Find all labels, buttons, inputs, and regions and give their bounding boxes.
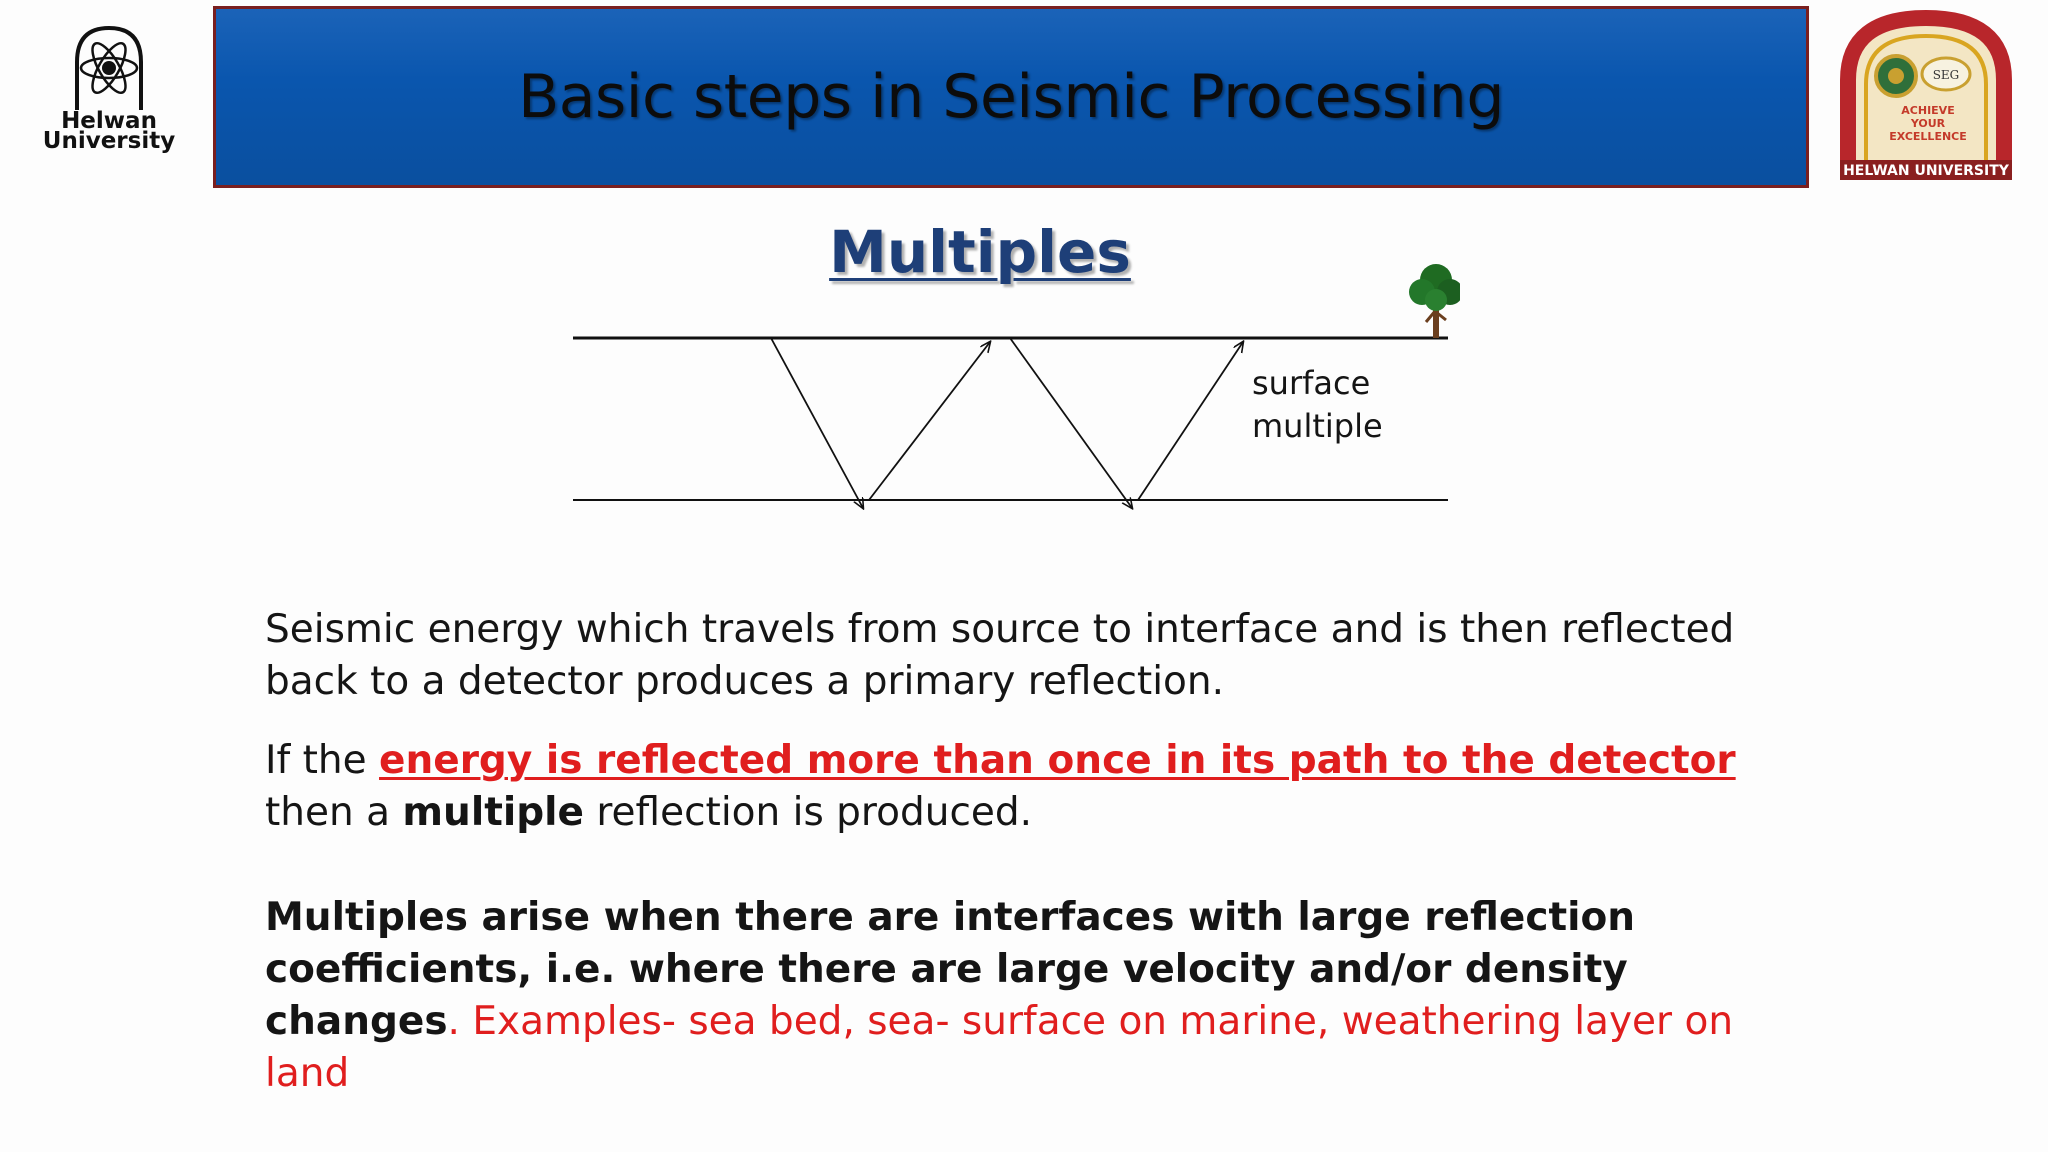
multiples-cause-paragraph: Multiples arise when there are interface… <box>265 892 1785 1100</box>
tree-icon <box>1409 264 1460 338</box>
title-banner: Basic steps in Seismic Processing <box>213 6 1809 188</box>
primary-reflection-paragraph: Seismic energy which travels from source… <box>265 607 1735 704</box>
ray-path <box>770 337 1243 508</box>
p3-examples: . Examples- sea bed, sea- surface on mar… <box>265 999 1734 1096</box>
svg-text:ACHIEVE: ACHIEVE <box>1901 104 1954 117</box>
seg-student-chapter-logo: SEG ACHIEVE YOUR EXCELLENCE HELWAN UNIVE… <box>1838 9 2014 182</box>
svg-text:HELWAN UNIVERSITY: HELWAN UNIVERSITY <box>1843 163 2010 179</box>
atom-emblem-icon <box>75 25 143 110</box>
svg-text:SEG: SEG <box>1933 68 1960 82</box>
logo-text-line2: University <box>42 128 176 154</box>
helwan-university-logo: Helwan University <box>34 22 184 162</box>
svg-text:EXCELLENCE: EXCELLENCE <box>1889 130 1967 143</box>
slide-title: Basic steps in Seismic Processing <box>518 62 1504 132</box>
surface-multiple-diagram: surface multiple <box>573 264 1460 530</box>
p2-bold: multiple <box>402 790 584 835</box>
p2-middle: then a <box>265 790 403 835</box>
p2-prefix: If the <box>265 738 380 783</box>
p2-highlight: energy is reflected more than once in it… <box>379 738 1736 783</box>
p2-suffix: reflection is produced. <box>583 790 1033 835</box>
diagram-label-line2: multiple <box>1252 407 1383 445</box>
p3-bold: Multiples arise when there are interface… <box>265 895 1636 1044</box>
multiple-reflection-paragraph: If the energy is reflected more than onc… <box>265 735 1785 839</box>
seg-emblem-icon: SEG ACHIEVE YOUR EXCELLENCE HELWAN UNIVE… <box>1840 9 2012 180</box>
svg-text:YOUR: YOUR <box>1910 117 1946 130</box>
logo-text-line1: Helwan <box>61 108 157 134</box>
diagram-label-line1: surface <box>1252 364 1370 402</box>
section-heading: Multiples <box>829 218 1131 286</box>
